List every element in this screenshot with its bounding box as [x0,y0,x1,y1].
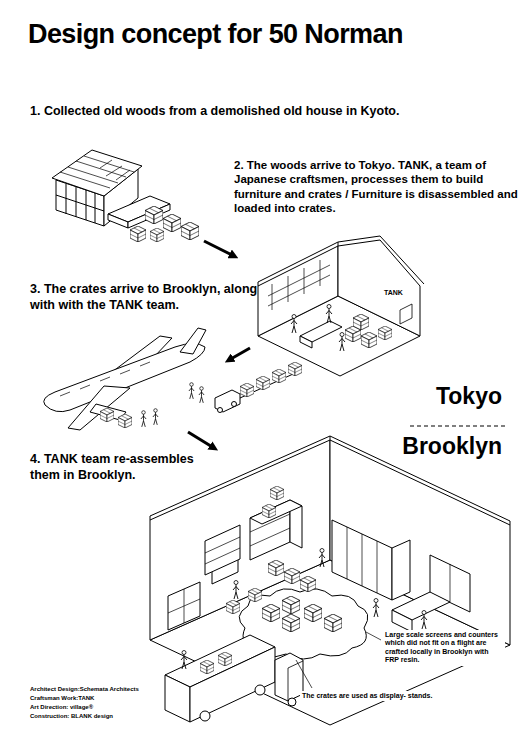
credit-line: Art Direction: village® [30,704,200,711]
city-label: Tokyo [390,384,502,409]
step-text: 4. TANK team re-assembles them in Brookl… [30,452,215,483]
flow-arrow [204,241,234,256]
credit-line: Architect Design:Schemata Architects [30,686,200,693]
step-text: 2. The woods arrive to Tokyo. TANK, a te… [234,158,522,216]
leader-line [296,660,312,688]
convoy [215,370,302,413]
tokyo-workshop [258,236,424,376]
credit-line: Construction: BLANK design [30,713,200,720]
step-text: 3. The crates arrive to Brooklyn, along … [30,282,280,313]
kyoto-house [52,150,170,228]
airplane [44,328,206,430]
brooklyn-space [150,436,510,725]
divider-line [410,425,505,426]
credit-line: Craftsman Work:TANK [30,695,200,702]
leader-line [366,632,381,640]
page-title: Design concept for 50 Norman [28,20,518,50]
step-text: 1. Collected old woods from a demolished… [30,104,520,120]
callout-note: The crates are used as display- stands. [300,691,464,701]
sign-text: TANK [384,289,414,297]
city-label: Brooklyn [370,434,502,459]
callout-note: Large scale screens and counters which d… [383,630,505,666]
flow-arrow [188,432,214,448]
flow-arrow [229,348,250,360]
